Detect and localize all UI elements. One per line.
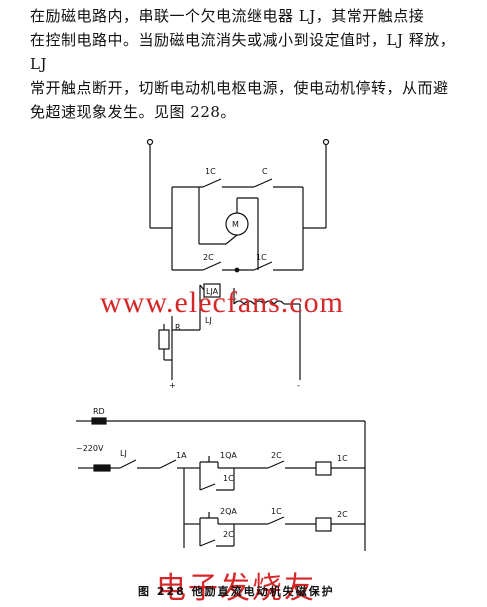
paragraph-line-4: 免超速现象发生。见图 228。	[30, 103, 236, 121]
label-button-2qa: 2QA	[220, 507, 237, 516]
fuse-rd	[91, 417, 107, 425]
label-contact-c-top: C	[262, 167, 268, 176]
contact-1c-hold	[199, 483, 216, 491]
label-voltage: ~220V	[76, 444, 104, 453]
paragraph-line-3: 常开触点断开，切断电动机电枢电源，使电动机停转，从而避	[30, 79, 449, 97]
contact-1c-bottom	[253, 261, 273, 271]
label-coil-1c: 1C	[337, 454, 348, 463]
contact-1c-top	[202, 178, 222, 188]
watermark-url: www.elecfans.com	[100, 286, 344, 319]
contact-2c-bottom	[202, 261, 222, 271]
contact-2c-interlock	[267, 460, 285, 469]
label-contact-2c-hold: 2C	[223, 530, 234, 539]
label-button-1qa: 1QA	[220, 451, 237, 460]
coil-2c	[315, 517, 332, 532]
description-paragraph: 在励磁电路内，串联一个欠电流继电器 LJ，其常开触点接 在控制电路中。当励磁电流…	[30, 4, 470, 124]
label-contact-2c-interlock: 2C	[271, 451, 282, 460]
label-fuse-rd: RD	[93, 407, 105, 416]
label-button-1a: 1A	[176, 451, 187, 460]
label-contact-1c-top: 1C	[205, 167, 216, 176]
button-1a	[159, 459, 177, 469]
upper-terminal-left	[146, 138, 154, 146]
fuse-main	[93, 464, 111, 472]
label-motor: M	[232, 220, 239, 229]
label-contact-2c-bottom: 2C	[203, 253, 214, 262]
resistor-r	[158, 329, 170, 350]
label-relay-coil: LJA	[206, 287, 219, 296]
contact-c-top	[253, 178, 273, 188]
label-terminal-plus: +	[169, 381, 176, 390]
watermark-cn: 电子发烧友	[156, 571, 316, 606]
label-contact-1c-hold: 1C	[223, 474, 234, 483]
label-terminal-minus: -	[297, 381, 300, 390]
relay-coil-lja	[203, 283, 221, 298]
contact-2c-hold	[199, 539, 216, 547]
upper-terminal-right	[322, 138, 330, 146]
label-contact-lj: LJ	[120, 449, 127, 458]
paragraph-line-2: 在控制电路中。当励磁电流消失或减小到设定值时，LJ 释放，LJ	[30, 31, 456, 73]
contact-lj	[119, 459, 137, 469]
label-contact-1c-interlock: 1C	[271, 507, 282, 516]
label-relay-lj: LJ	[205, 316, 212, 325]
paragraph-line-1: 在励磁电路内，串联一个欠电流继电器 LJ，其常开触点接	[30, 7, 425, 25]
contact-1c-interlock	[267, 516, 285, 525]
label-coil-2c: 2C	[337, 510, 348, 519]
coil-1c	[315, 461, 332, 476]
figure-caption: 图 228 他励直流电动机失磁保护	[138, 585, 335, 598]
label-contact-1c-bottom: 1C	[256, 253, 267, 262]
label-resistor: R	[175, 323, 181, 332]
